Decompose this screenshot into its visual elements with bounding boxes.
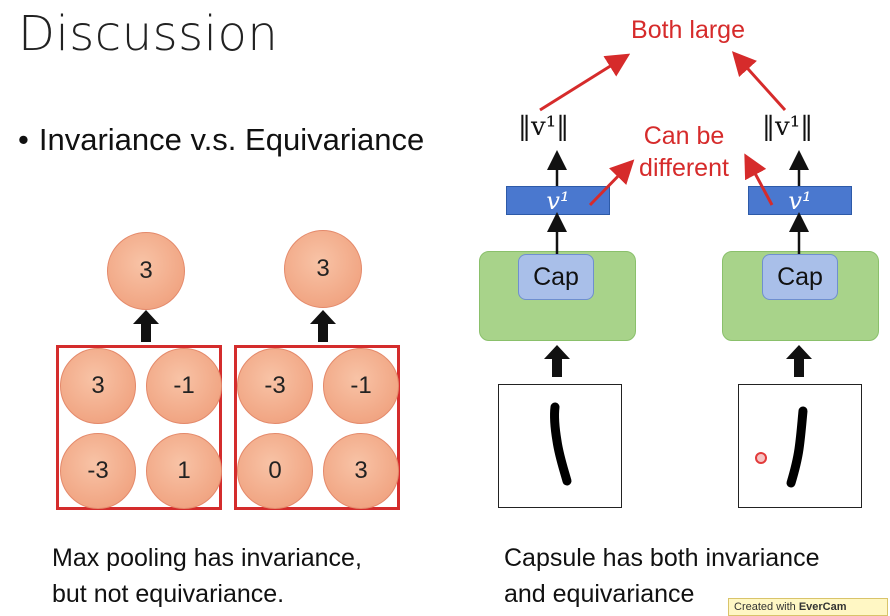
norm-right: ‖v¹‖ <box>762 112 814 142</box>
cap-label-left: Cap <box>518 254 594 300</box>
watermark-prefix: Created with <box>734 601 796 613</box>
cursor-dot-icon <box>755 452 767 464</box>
up-arrow-icon <box>133 310 159 342</box>
output-circle-right: 3 <box>284 230 362 308</box>
capsule-caption-line2: and equivariance <box>504 580 695 608</box>
can-be-label-line2: different <box>639 154 729 182</box>
digit-image-left <box>498 384 622 508</box>
grid-cell: 0 <box>237 433 313 509</box>
bullet-icon: • <box>18 122 29 157</box>
norm-left: ‖v¹‖ <box>518 112 570 142</box>
digit-one-shifted-image <box>755 406 808 488</box>
red-arrow-icon <box>539 53 631 112</box>
red-arrow-icon <box>744 153 774 206</box>
grid-cell: 1 <box>146 433 222 509</box>
pool-window-left <box>56 345 222 510</box>
bullet-text: Invariance v.s. Equivariance <box>38 122 425 157</box>
red-arrow-icon <box>588 159 635 207</box>
can-be-different-label: Can be different <box>622 120 746 184</box>
maxpool-caption-line1: Max pooling has invariance, <box>52 544 362 572</box>
pool-window-right <box>234 345 400 510</box>
up-arrow-icon <box>544 345 570 377</box>
cap-label-right: Cap <box>762 254 838 300</box>
grid-cell: -3 <box>237 348 313 424</box>
grid-cell: -1 <box>146 348 222 424</box>
can-be-label-line1: Can be <box>643 122 725 150</box>
digit-image-right <box>738 384 862 508</box>
capsule-caption: Capsule has both invariance and equivari… <box>504 540 819 612</box>
grid-cell: 3 <box>60 348 136 424</box>
capsule-caption-line1: Capsule has both invariance <box>504 544 820 572</box>
up-arrow-icon <box>786 345 812 377</box>
grid-cell: 3 <box>323 433 399 509</box>
output-circle-left: 3 <box>107 232 185 310</box>
slide-title: Discussion <box>18 6 279 62</box>
red-arrow-icon <box>731 51 787 112</box>
maxpool-caption: Max pooling has invariance, but not equi… <box>52 540 362 612</box>
digit-one-image <box>550 402 572 486</box>
watermark-brand: EverCam <box>798 601 847 613</box>
both-large-label: Both large <box>631 16 745 44</box>
bullet-point: • Invariance v.s. Equivariance <box>18 122 424 158</box>
grid-cell: -3 <box>60 433 136 509</box>
watermark-badge: Created with EverCam <box>728 598 888 616</box>
maxpool-caption-line2: but not equivariance. <box>52 580 285 608</box>
up-arrow-icon <box>310 310 336 342</box>
grid-cell: -1 <box>323 348 399 424</box>
